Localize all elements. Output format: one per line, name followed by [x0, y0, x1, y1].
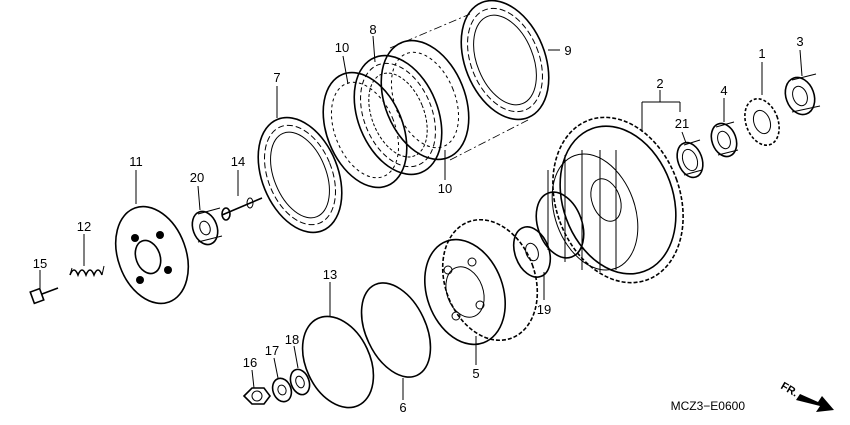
- callout-16: 16: [243, 355, 257, 370]
- washer-18: [289, 368, 311, 396]
- callout-14: 14: [231, 154, 245, 169]
- callout-18: 18: [285, 332, 299, 347]
- leader-lines: [39, 35, 803, 400]
- callout-11: 11: [129, 154, 143, 169]
- clutch-outer-2: [535, 116, 684, 284]
- friction-disc-7: [257, 116, 343, 234]
- callout-2: 2: [656, 76, 663, 91]
- collar-4: [710, 121, 739, 158]
- callout-labels: 1 2 3 4 5 6 7 8 9 10 10 11 12 13 14 15 1…: [33, 22, 804, 415]
- callout-10-bottom: 10: [438, 181, 452, 196]
- clutch-plate-10-back: [380, 39, 470, 161]
- front-direction-indicator: FR.: [779, 380, 834, 412]
- o-ring-6: [360, 282, 432, 378]
- friction-disc-9: [460, 0, 550, 121]
- callout-1: 1: [758, 46, 765, 61]
- needle-bearing-21: [676, 139, 704, 179]
- lifter-rod-14: [221, 197, 263, 221]
- callout-7: 7: [273, 70, 280, 85]
- lock-washer-17: [271, 377, 293, 403]
- friction-disc-8: [353, 54, 443, 176]
- callout-17: 17: [265, 343, 279, 358]
- clutch-spring-12: [69, 265, 105, 278]
- front-arrow-icon: [796, 394, 834, 412]
- guide-collar-3: [784, 73, 821, 116]
- ball-bearing-20: [191, 207, 223, 246]
- callout-8: 8: [369, 22, 376, 37]
- callout-6: 6: [399, 400, 406, 415]
- callout-9: 9: [564, 43, 571, 58]
- drive-sprocket-1: [744, 97, 780, 147]
- diagram-code: MCZ3−E0600: [671, 399, 746, 413]
- callout-3: 3: [796, 34, 803, 49]
- callout-5: 5: [472, 366, 479, 381]
- bolt-15: [29, 287, 59, 305]
- clutch-plate-10-front: [322, 71, 408, 189]
- o-ring-13: [301, 315, 375, 409]
- thrust-washer-19: [512, 226, 552, 278]
- callout-19: 19: [537, 302, 551, 317]
- callout-13: 13: [323, 267, 337, 282]
- pressure-plate-11: [114, 205, 190, 305]
- callout-20: 20: [190, 170, 204, 185]
- front-label: FR.: [779, 380, 800, 399]
- callout-12: 12: [77, 219, 91, 234]
- callout-21: 21: [675, 116, 689, 131]
- callout-10-top: 10: [335, 40, 349, 55]
- lock-nut-16: [242, 387, 271, 405]
- callout-15: 15: [33, 256, 47, 271]
- assembly-guide-lines: [389, 13, 529, 161]
- clutch-center-5: [423, 218, 539, 346]
- callout-4: 4: [720, 83, 727, 98]
